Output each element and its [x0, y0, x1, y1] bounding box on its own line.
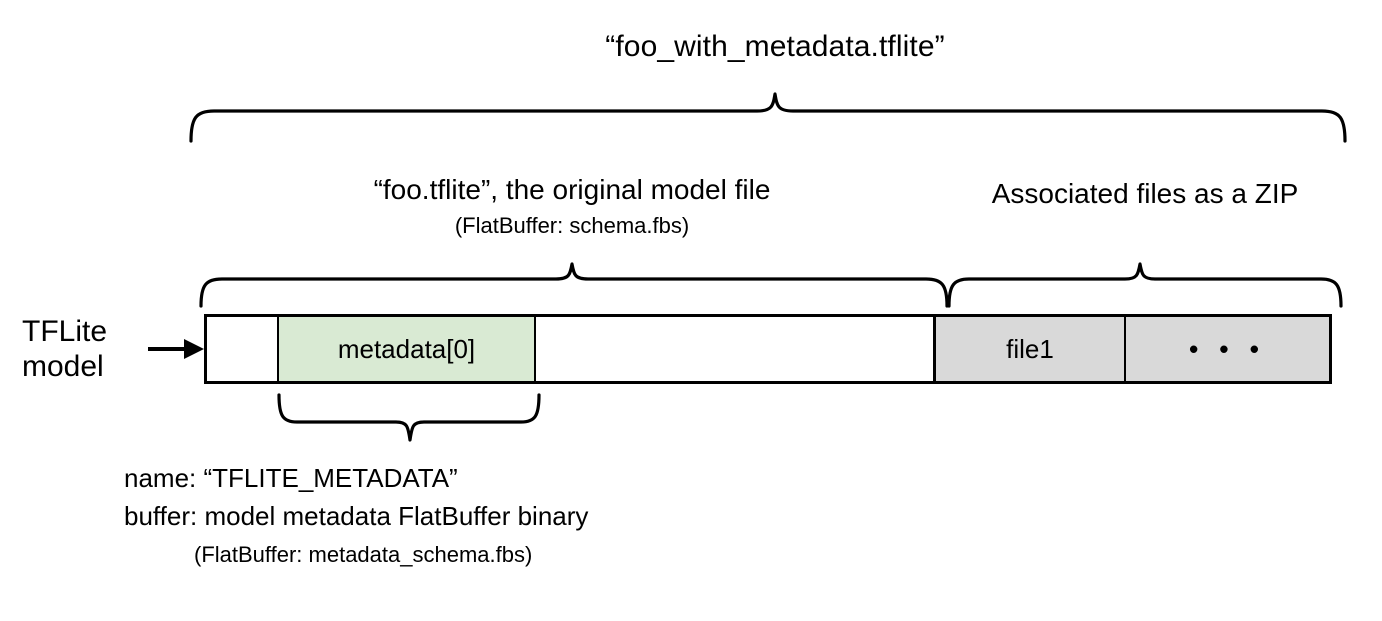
metadata-note-buffer: buffer: model metadata FlatBuffer binary [124, 501, 589, 531]
brace-whole-file [189, 92, 1347, 143]
tflite-model-label: TFLite model [22, 315, 108, 384]
arrow-head [184, 339, 204, 359]
diagram-title: “foo_with_metadata.tflite” [605, 30, 945, 63]
bar-cell-more-files-label: • • • [1189, 333, 1266, 364]
tflite-model-bar: metadata[0] file1 • • • [204, 314, 1332, 384]
bar-cell-metadata-0-label: metadata[0] [337, 333, 476, 364]
metadata-note-schema: (FlatBuffer: metadata_schema.fbs) [194, 542, 533, 567]
metadata-note-name: name: “TFLITE_METADATA” [124, 463, 458, 493]
bar-cell-file1: file1 [936, 317, 1126, 381]
section-title-associated-files: Associated files as a ZIP [991, 178, 1299, 209]
bar-cell-empty-left [207, 317, 279, 381]
brace-original-model [199, 262, 949, 308]
bar-cell-more-files: • • • [1126, 317, 1329, 381]
bar-cell-file1-label: file1 [1006, 333, 1054, 364]
brace-associated-files [947, 262, 1343, 308]
section-title-original-model: “foo.tflite”, the original model file [373, 174, 771, 205]
section-subtitle-original-model: (FlatBuffer: schema.fbs) [454, 213, 690, 238]
brace-metadata-detail [277, 393, 541, 442]
bar-cell-metadata-0: metadata[0] [279, 317, 536, 381]
bar-cell-model-body [536, 317, 936, 381]
